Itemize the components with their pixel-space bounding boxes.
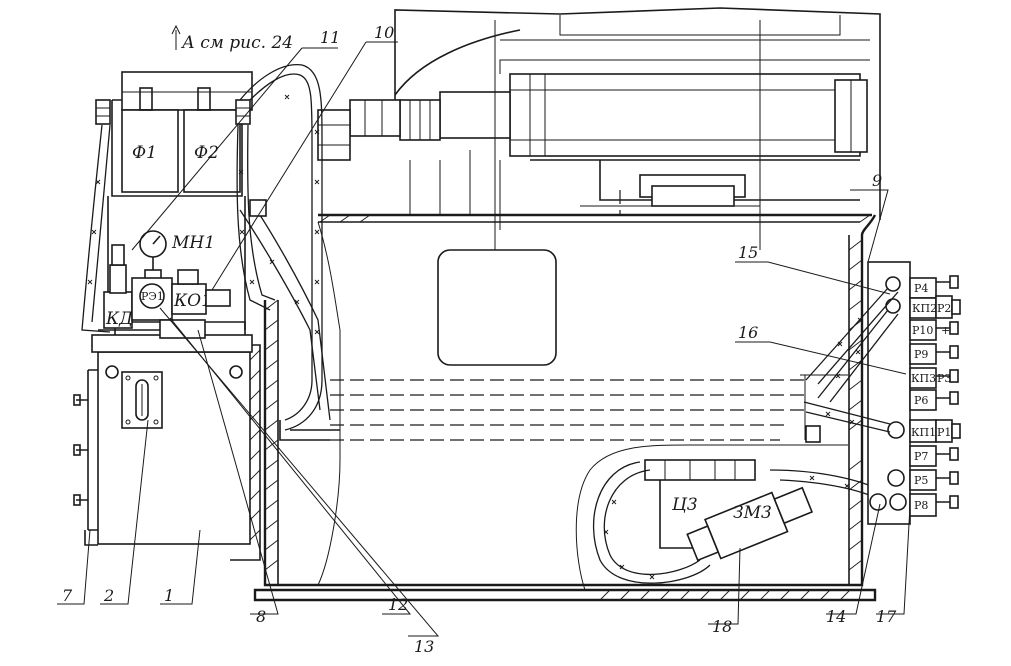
callout-17: 17 <box>876 607 897 626</box>
callout-2: 2 <box>103 586 114 605</box>
callout-10: 10 <box>374 23 394 42</box>
valve-p1: Р1 <box>937 426 951 439</box>
valve-cells <box>909 277 953 517</box>
view-reference: А см рис. 24 <box>181 33 293 53</box>
wall-hatching <box>264 214 871 601</box>
check-valve-label: КО1 <box>173 291 212 311</box>
valve-knobs <box>936 275 961 509</box>
hose-markings <box>87 94 320 335</box>
filter-label-f2: Ф2 <box>194 143 219 163</box>
lower-assembly: Ц3 ЗМ3 <box>592 459 881 584</box>
cylinder-label: Ц3 <box>671 495 698 515</box>
valve-kp1: КП1 <box>911 426 936 439</box>
valve-p8: Р8 <box>914 499 928 512</box>
valve-block: Р4 КП2 Р2 Р10 + Р9 КП3 Р3 Р6 КП1 Р1 Р7 Р… <box>803 261 961 525</box>
callout-8: 8 <box>256 607 266 626</box>
valve-p9: Р9 <box>914 348 928 361</box>
valve-plus: + <box>941 324 950 337</box>
machine-bed <box>253 213 877 602</box>
valve-p5: Р5 <box>914 474 928 487</box>
valve-kp2: КП2 <box>912 302 937 315</box>
gauge-label: МН1 <box>171 233 215 253</box>
callout-18: 18 <box>712 617 732 636</box>
hydraulic-station: Ф1 Ф2 МН1 КД РЭ1 КО1 <box>73 64 340 561</box>
callout-leaders <box>57 24 911 637</box>
motor-label: ЗМ3 <box>733 503 772 523</box>
callout-14: 14 <box>826 607 846 626</box>
relay-label: РЭ1 <box>141 290 164 303</box>
callout-11: 11 <box>320 28 340 47</box>
callout-15: 15 <box>738 243 758 262</box>
reducer-label: КД <box>105 309 134 329</box>
machine-head <box>317 7 881 250</box>
valve-kp3: КП3 <box>911 372 936 385</box>
callout-9: 9 <box>872 171 882 190</box>
valve-p6: Р6 <box>914 394 928 407</box>
valve-p4: Р4 <box>914 282 928 295</box>
valve-p7: Р7 <box>914 450 928 463</box>
valve-p3: Р3 <box>937 372 951 385</box>
callout-16: 16 <box>738 323 758 342</box>
callout-1: 1 <box>164 586 174 605</box>
callout-12: 12 <box>388 595 408 614</box>
callout-7: 7 <box>62 586 73 605</box>
callout-13: 13 <box>414 637 434 656</box>
valve-p2: Р2 <box>937 302 951 315</box>
valve-p10: Р10 <box>912 324 933 337</box>
filter-label-f1: Ф1 <box>132 143 157 163</box>
